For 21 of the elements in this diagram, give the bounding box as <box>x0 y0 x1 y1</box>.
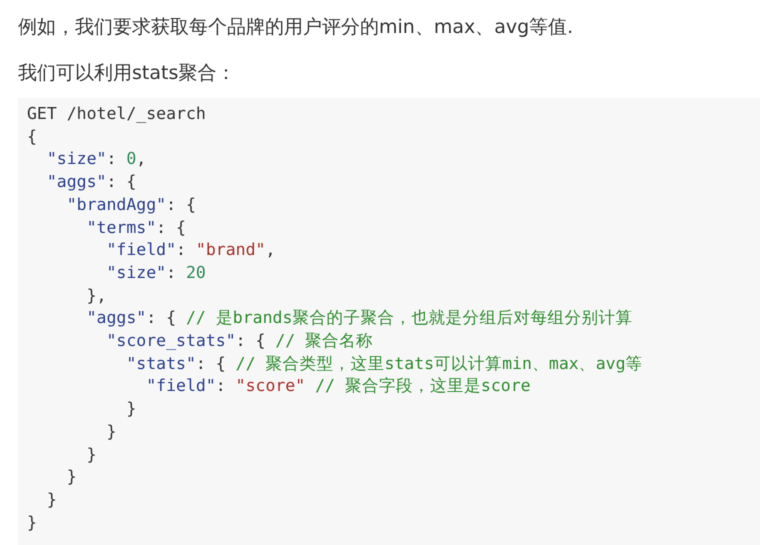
code-line: "field": "brand", <box>105 239 276 262</box>
code-line: } <box>105 420 116 443</box>
code-line: "score_stats": { // 聚合名称 <box>105 330 374 352</box>
code-line: "size": 0, <box>46 148 146 170</box>
code-line: } <box>86 444 97 466</box>
paragraph-text: 我们可以利用stats聚合： <box>18 61 236 86</box>
code-line: } <box>125 398 136 420</box>
code-line: "terms": { <box>86 216 186 238</box>
code-line: "size": 20 <box>105 262 206 284</box>
code-line: "field": "score" // 聚合字段，这里是score <box>145 375 531 398</box>
code-line: { <box>27 126 37 148</box>
code-line: GET /hotel/_search <box>27 103 206 125</box>
code-line: "brandAgg": { <box>66 194 196 216</box>
code-line: } <box>46 488 57 511</box>
code-line: }, <box>86 284 106 307</box>
code-line: "aggs": { // 是brands聚合的子聚合，也就是分组后对每组分别计算 <box>86 307 632 330</box>
code-line: "aggs": { <box>46 171 136 194</box>
code-line: } <box>66 466 77 488</box>
paragraph-text: 例如，我们要求获取每个品牌的用户评分的min、max、avg等值. <box>18 15 574 40</box>
code-line: "stats": { // 聚合类型，这里stats可以计算min、max、avg等 <box>125 352 643 375</box>
code-line: } <box>27 512 37 534</box>
